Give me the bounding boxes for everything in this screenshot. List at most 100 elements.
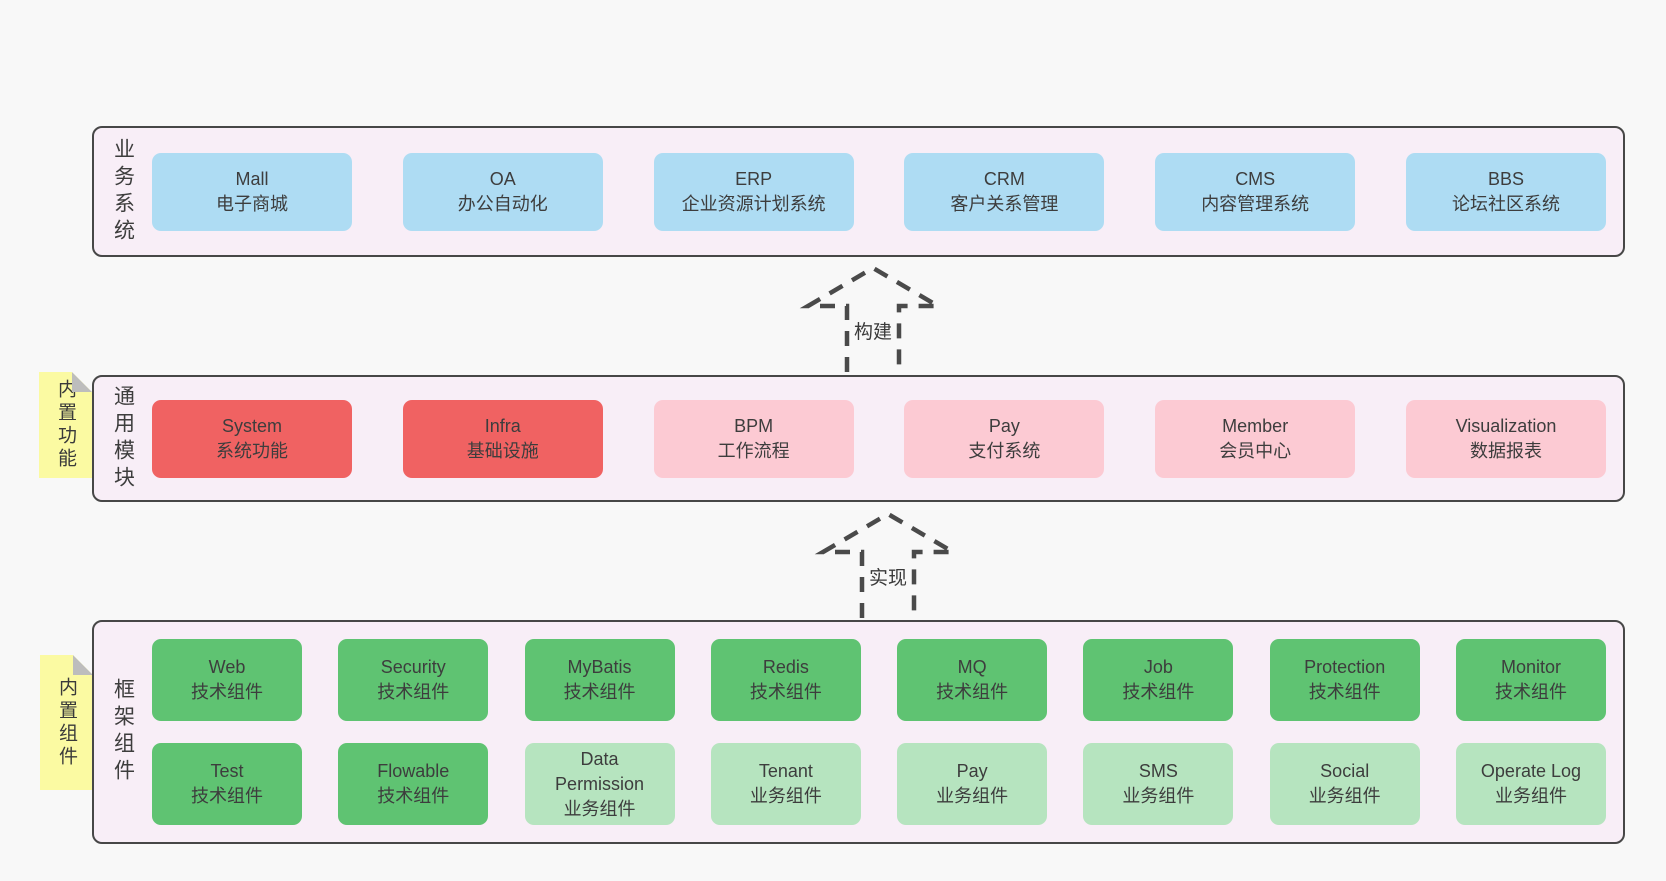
box-test-desc: 技术组件 — [191, 786, 263, 806]
box-pay-system: Pay 支付系统 — [904, 399, 1105, 478]
box-pay-component-desc: 业务组件 — [936, 786, 1009, 806]
box-mall-desc: 电子商城 — [216, 193, 288, 214]
box-bpm: BPM 工作流程 — [653, 399, 854, 478]
panel-framework-label: 框架组件 — [94, 622, 152, 842]
box-operate-log-name: Operate Log — [1480, 761, 1581, 781]
box-pay-system-desc: 支付系统 — [968, 440, 1041, 461]
box-redis-desc: 技术组件 — [749, 682, 822, 702]
box-pay-system-name: Pay — [988, 415, 1020, 436]
box-bpm-desc: 工作流程 — [717, 440, 790, 461]
arrow-implement: 实现 — [803, 508, 973, 618]
box-member-desc: 会员中心 — [1219, 440, 1292, 461]
box-monitor-desc: 技术组件 — [1494, 682, 1567, 702]
box-erp-name: ERP — [735, 168, 773, 189]
box-protection: Protection 技术组件 — [1269, 639, 1420, 721]
box-pay-component-name: Pay — [956, 761, 988, 781]
box-security-desc: 技术组件 — [377, 682, 450, 702]
box-test-name: Test — [210, 761, 244, 781]
folded-corner-icon — [73, 655, 93, 675]
box-protection-desc: 技术组件 — [1308, 682, 1381, 702]
arrow-up-dashed-icon — [799, 265, 947, 372]
box-visualization-name: Visualization — [1455, 415, 1557, 436]
box-sms: SMS 业务组件 — [1083, 743, 1234, 825]
box-crm-desc: 客户关系管理 — [950, 193, 1059, 214]
box-crm-name: CRM — [983, 168, 1025, 189]
sticky-note-builtin-features-text: 内置功能 — [55, 379, 76, 471]
box-monitor: Monitor 技术组件 — [1455, 639, 1606, 721]
arrow-implement-label: 实现 — [868, 568, 907, 589]
box-pay-component: Pay 业务组件 — [897, 743, 1048, 825]
box-mybatis-name: MyBatis — [567, 657, 632, 677]
box-web-name: Web — [208, 657, 246, 677]
box-infra-name: Infra — [484, 415, 521, 436]
box-member-name: Member — [1222, 415, 1289, 436]
box-job: Job 技术组件 — [1083, 639, 1234, 721]
panel-framework-components: 框架组件 Web 技术组件 Security 技术组件 MyBatis 技术组件… — [92, 620, 1625, 844]
box-redis-name: Redis — [762, 657, 809, 677]
box-mybatis: MyBatis 技术组件 — [524, 639, 675, 721]
box-mq: MQ 技术组件 — [897, 639, 1048, 721]
box-test: Test 技术组件 — [152, 743, 302, 825]
box-system-desc: 系统功能 — [216, 440, 288, 461]
box-job-desc: 技术组件 — [1122, 682, 1195, 702]
box-oa: OA 办公自动化 — [402, 152, 603, 231]
panel-framework-label-text: 框架组件 — [111, 678, 135, 786]
box-mybatis-desc: 技术组件 — [563, 682, 636, 702]
framework-boxes-rows: Web 技术组件 Security 技术组件 MyBatis 技术组件 Redi… — [152, 622, 1623, 842]
box-cms: CMS 内容管理系统 — [1155, 152, 1356, 231]
box-social-desc: 业务组件 — [1308, 786, 1381, 806]
business-boxes-row: Mall 电子商城 OA 办公自动化 ERP 企业资源计划系统 CRM 客户关系… — [152, 128, 1623, 255]
box-infra-desc: 基础设施 — [466, 440, 539, 461]
box-social-name: Social — [1320, 761, 1370, 781]
arrow-build-label: 构建 — [853, 322, 892, 343]
box-bbs-name: BBS — [1487, 168, 1524, 189]
box-protection-name: Protection — [1304, 657, 1386, 677]
box-mq-desc: 技术组件 — [936, 682, 1009, 702]
box-data-permission-desc: 业务组件 — [563, 798, 636, 819]
box-sms-desc: 业务组件 — [1122, 786, 1195, 806]
box-member: Member 会员中心 — [1155, 399, 1356, 478]
box-mall: Mall 电子商城 — [152, 152, 352, 231]
box-mall-name: Mall — [235, 168, 269, 189]
box-visualization: Visualization 数据报表 — [1405, 399, 1606, 478]
box-tenant: Tenant 业务组件 — [710, 743, 861, 825]
panel-modules-label: 通用模块 — [94, 377, 152, 500]
panel-business-label: 业务系统 — [94, 128, 152, 255]
panel-common-modules: 通用模块 System 系统功能 Infra 基础设施 BPM 工作流程 Pay… — [92, 375, 1625, 502]
box-monitor-name: Monitor — [1500, 657, 1561, 677]
arrow-up-dashed-icon — [814, 511, 962, 618]
box-oa-name: OA — [489, 168, 516, 189]
box-cms-name: CMS — [1235, 168, 1276, 189]
box-system-name: System — [221, 415, 282, 436]
box-erp: ERP 企业资源计划系统 — [653, 152, 854, 231]
box-bpm-name: BPM — [734, 415, 774, 436]
box-tenant-desc: 业务组件 — [749, 786, 822, 806]
box-cms-desc: 内容管理系统 — [1201, 193, 1310, 214]
box-crm: CRM 客户关系管理 — [904, 152, 1105, 231]
box-data-permission: Data Permission 业务组件 — [524, 743, 675, 825]
framework-row-1: Web 技术组件 Security 技术组件 MyBatis 技术组件 Redi… — [152, 639, 1606, 721]
box-web-desc: 技术组件 — [191, 682, 263, 702]
box-tenant-name: Tenant — [758, 761, 813, 781]
panel-business-label-text: 业务系统 — [111, 137, 135, 246]
modules-boxes-row: System 系统功能 Infra 基础设施 BPM 工作流程 Pay 支付系统… — [152, 377, 1623, 500]
panel-business-systems: 业务系统 Mall 电子商城 OA 办公自动化 ERP 企业资源计划系统 CRM… — [92, 126, 1625, 257]
box-web: Web 技术组件 — [152, 639, 302, 721]
box-flowable: Flowable 技术组件 — [338, 743, 489, 825]
box-erp-desc: 企业资源计划系统 — [681, 193, 826, 214]
box-infra: Infra 基础设施 — [402, 399, 603, 478]
sticky-note-builtin-features: 内置功能 — [39, 372, 92, 478]
framework-row-2: Test 技术组件 Flowable 技术组件 Data Permission … — [152, 743, 1606, 825]
sticky-note-builtin-components-text: 内置组件 — [56, 676, 77, 769]
box-flowable-name: Flowable — [377, 761, 450, 781]
box-visualization-desc: 数据报表 — [1469, 440, 1542, 461]
box-sms-name: SMS — [1138, 761, 1178, 781]
box-flowable-desc: 技术组件 — [377, 786, 450, 806]
box-data-permission-name: Data Permission — [555, 748, 645, 794]
box-bbs-desc: 论坛社区系统 — [1451, 193, 1560, 214]
box-social: Social 业务组件 — [1269, 743, 1420, 825]
box-operate-log-desc: 业务组件 — [1494, 786, 1567, 806]
box-oa-desc: 办公自动化 — [457, 193, 548, 214]
box-operate-log: Operate Log 业务组件 — [1455, 743, 1606, 825]
box-security: Security 技术组件 — [338, 639, 489, 721]
